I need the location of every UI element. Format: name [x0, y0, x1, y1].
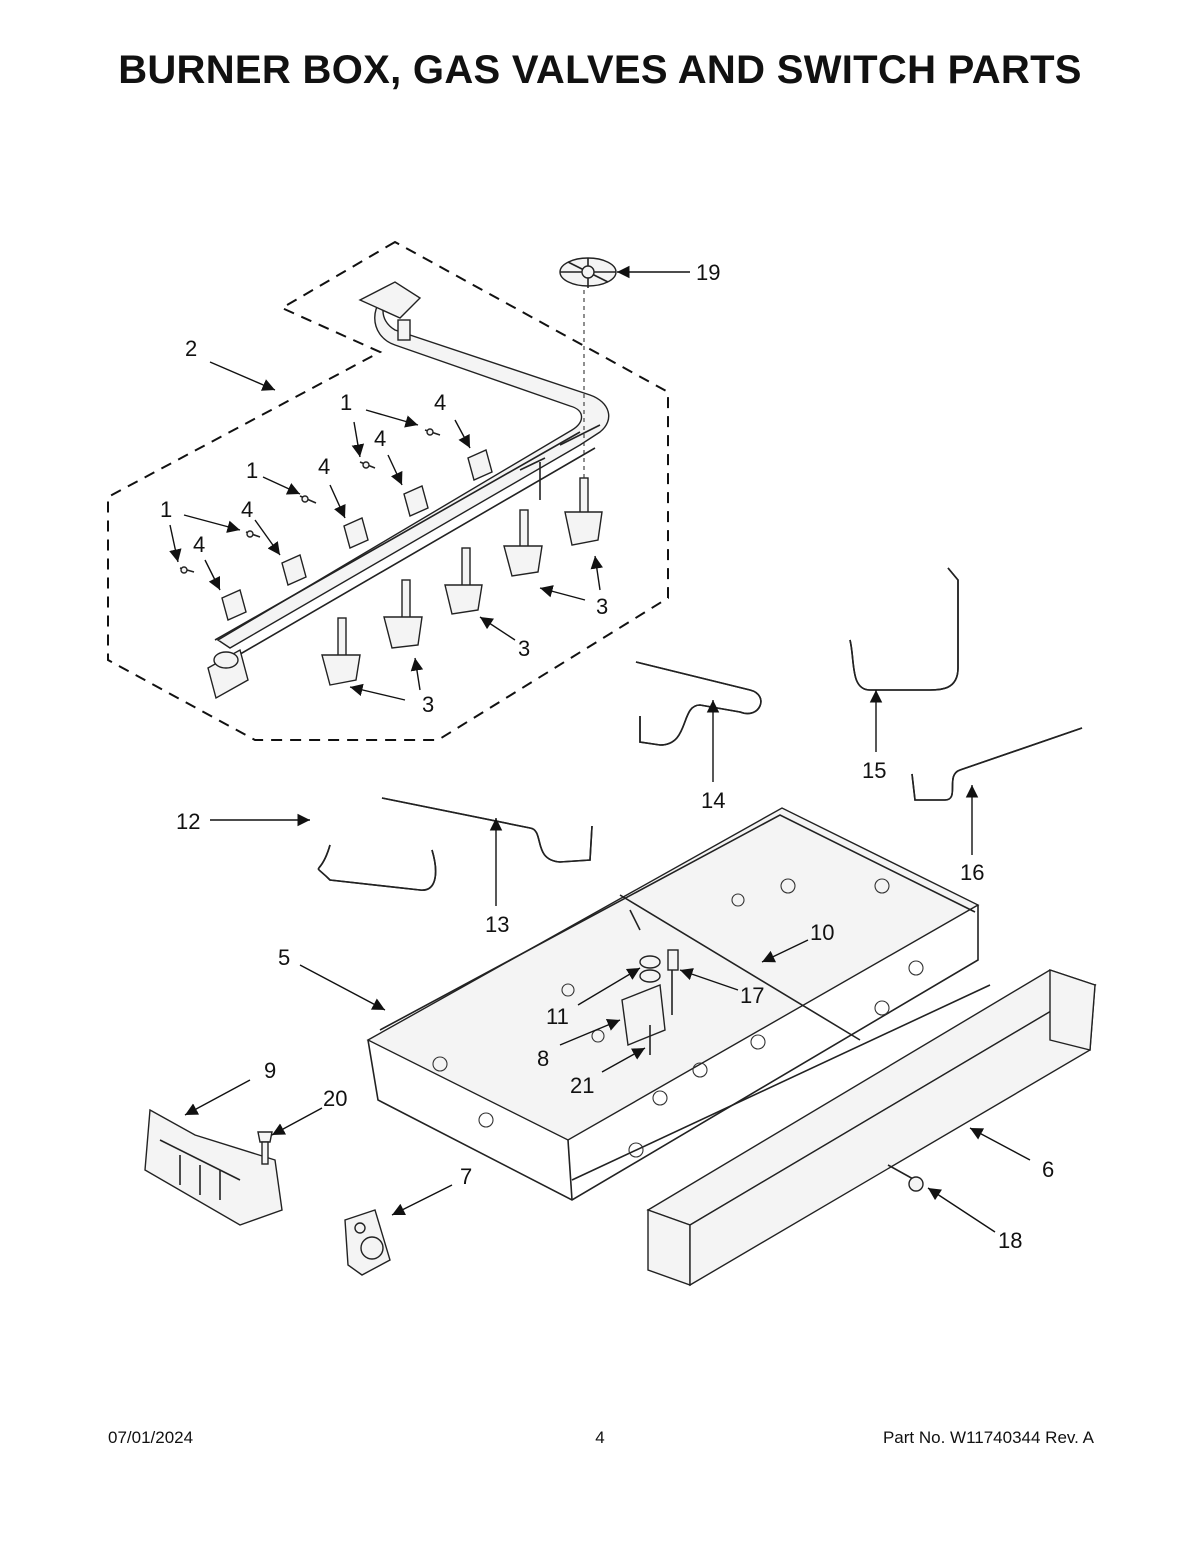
callout-4: 4	[318, 454, 330, 479]
callout-10: 10	[810, 920, 834, 945]
callout-14: 14	[701, 788, 725, 813]
callout-12: 12	[176, 809, 200, 834]
callout-2: 2	[185, 336, 197, 361]
callout-8: 8	[537, 1046, 549, 1071]
callout-15: 15	[862, 758, 886, 783]
burner-valves	[321, 290, 603, 686]
callout-17: 17	[740, 983, 764, 1008]
switch-bracket	[621, 949, 679, 1055]
callout-4: 4	[434, 390, 446, 415]
orifice-screws	[179, 428, 441, 574]
front-panel	[646, 969, 1097, 1287]
footer-page-number: 4	[595, 1428, 605, 1447]
callout-16: 16	[960, 860, 984, 885]
leader-arrows	[169, 265, 1031, 1233]
callout-20: 20	[323, 1086, 347, 1111]
screw-18	[887, 1164, 924, 1192]
callout-9: 9	[264, 1058, 276, 1083]
callout-5: 5	[278, 945, 290, 970]
knob-19	[559, 257, 617, 288]
page-title: BURNER BOX, GAS VALVES AND SWITCH PARTS	[118, 48, 1082, 92]
callout-11: 11	[546, 1004, 569, 1029]
callout-7: 7	[460, 1164, 472, 1189]
callout-1: 1	[160, 497, 172, 522]
callout-3: 3	[596, 594, 608, 619]
pressure-regulator	[344, 1209, 391, 1276]
spark-module	[144, 1108, 283, 1226]
burner-box	[366, 807, 991, 1201]
callout-4: 4	[193, 532, 205, 557]
callout-labels: 1 1 1 2 3 3 3 3 4 4 4 4 4 4 5 6 7 8 9 10…	[160, 260, 1054, 1253]
callout-3: 3	[422, 692, 434, 717]
footer-date: 07/01/2024	[108, 1428, 194, 1447]
callout-19: 19	[696, 260, 720, 285]
callout-3: 3	[518, 636, 530, 661]
gas-tubes	[317, 567, 1083, 891]
callout-21: 21	[570, 1073, 594, 1098]
callout-13: 13	[485, 912, 509, 937]
footer-part-number: Part No. W11740344 Rev. A	[882, 1428, 1094, 1447]
callout-1: 1	[246, 458, 258, 483]
callout-18: 18	[998, 1228, 1022, 1253]
callout-4: 4	[241, 497, 253, 522]
callout-1: 1	[340, 390, 352, 415]
gas-manifold-pipe	[207, 281, 610, 700]
spring-clips	[221, 449, 493, 621]
manifold-assembly-outline	[107, 240, 669, 741]
callout-6: 6	[1042, 1157, 1054, 1182]
callout-4: 4	[374, 426, 386, 451]
